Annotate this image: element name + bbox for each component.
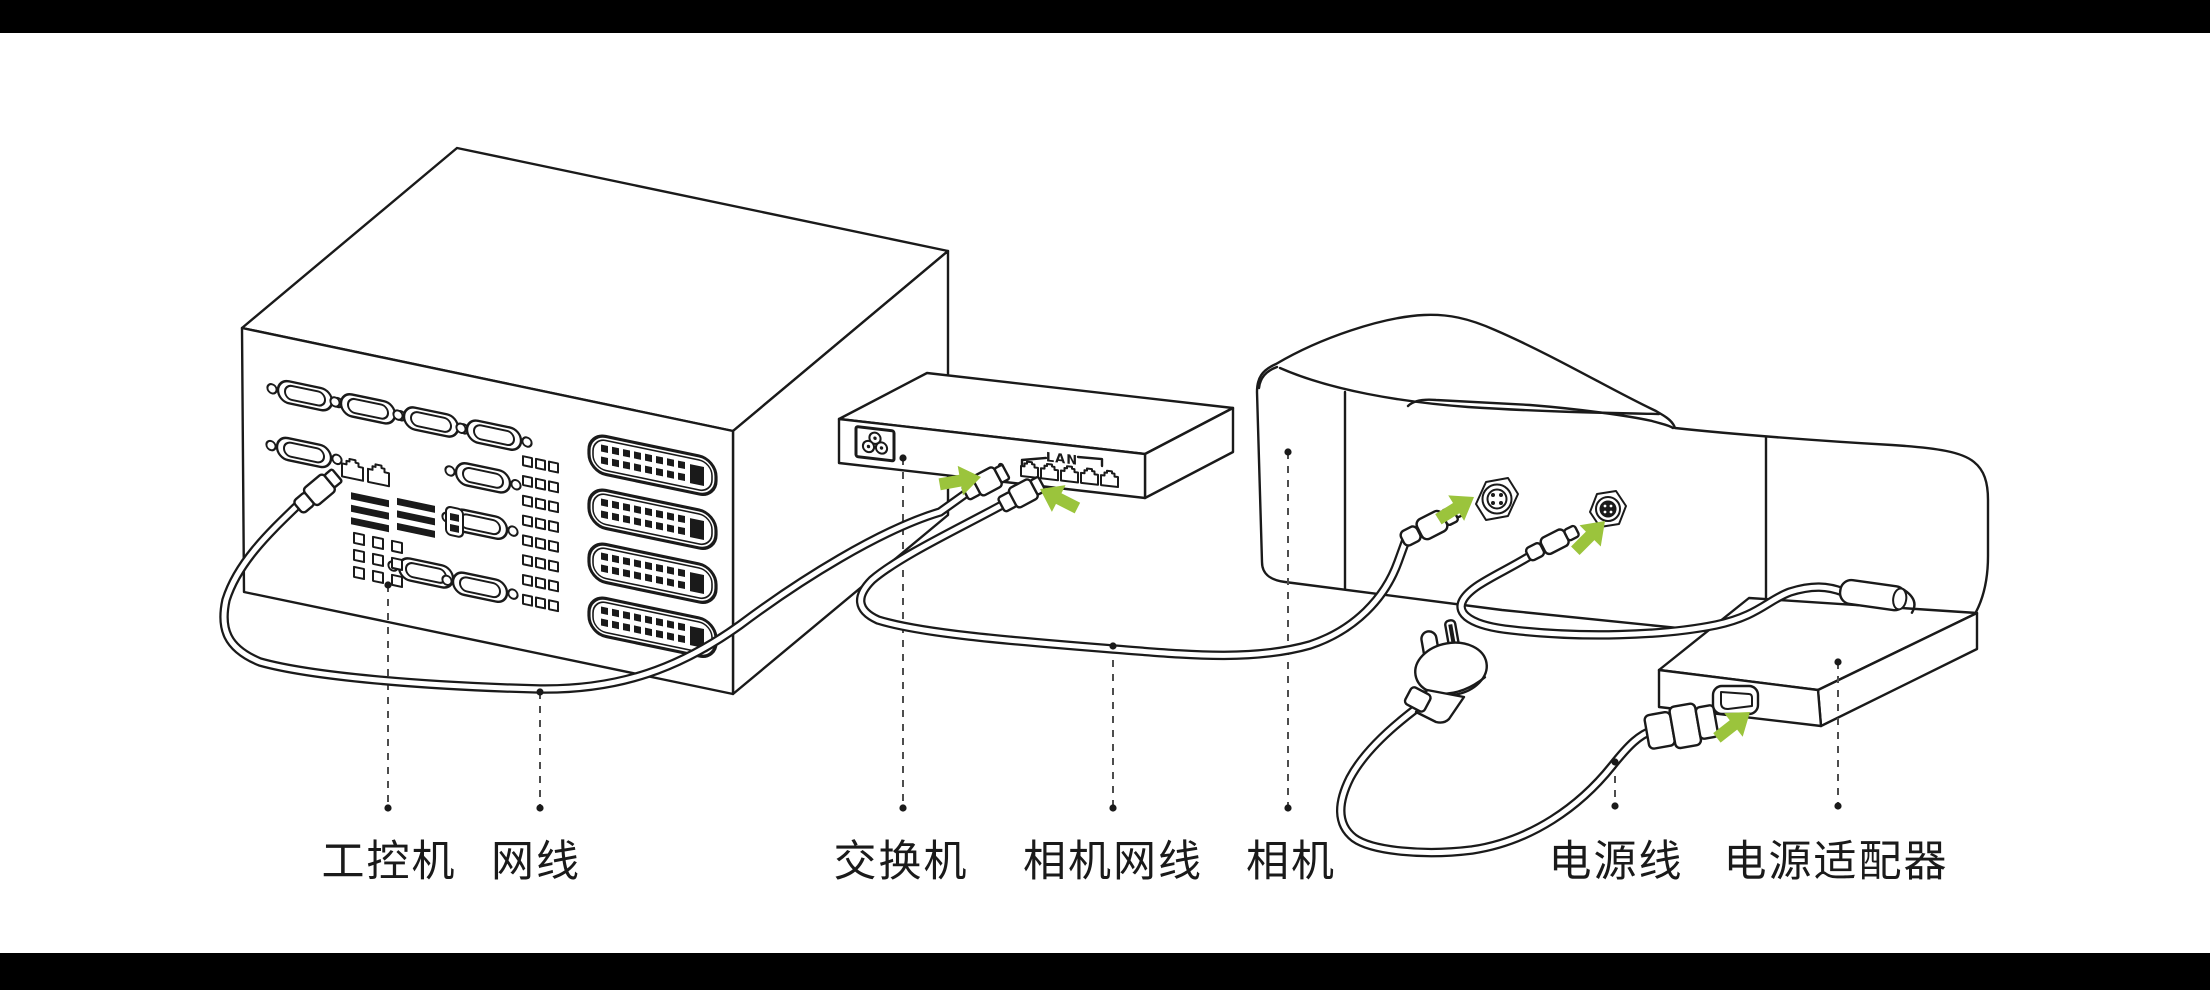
pin-grid-icon bbox=[522, 455, 559, 613]
label-network-cable: 网线 bbox=[491, 837, 581, 887]
label-switch: 交换机 bbox=[834, 837, 969, 887]
leader-lines bbox=[387, 452, 1839, 808]
adapter-inlet-icon bbox=[1711, 684, 1760, 716]
pc-cable-plug bbox=[293, 468, 343, 514]
camera-handle-groove bbox=[1406, 398, 1675, 430]
adapter-input-connector bbox=[1643, 702, 1720, 750]
label-camera-network-cable: 相机网线 bbox=[1023, 837, 1203, 887]
power-cord bbox=[1336, 700, 1662, 858]
network-cable bbox=[219, 487, 973, 694]
label-power-cord: 电源线 bbox=[1549, 837, 1684, 887]
labels-row: 工控机 网线 交换机 相机网线 相机 电源线 电源适配器 bbox=[322, 837, 1949, 887]
label-camera: 相机 bbox=[1246, 837, 1336, 887]
leader-dots bbox=[384, 448, 1842, 812]
switch-power-inlet-icon bbox=[854, 425, 896, 463]
camera-illustration bbox=[1255, 313, 1990, 660]
camera-network-socket-icon bbox=[1475, 477, 1519, 521]
aux-port-icon bbox=[445, 506, 464, 538]
lan-label: LAN bbox=[1046, 450, 1078, 469]
usb-ports-icon bbox=[351, 492, 435, 538]
label-industrial-pc: 工控机 bbox=[322, 837, 457, 887]
dip-grid-icon bbox=[353, 531, 403, 588]
network-switch-illustration: LAN bbox=[837, 371, 1235, 500]
camera-power-plug bbox=[1524, 524, 1580, 562]
camera-network-cable bbox=[856, 500, 1411, 661]
power-plug-illustration bbox=[1403, 619, 1488, 724]
dc-power-cable bbox=[1456, 549, 1916, 640]
label-power-adapter: 电源适配器 bbox=[1724, 837, 1949, 887]
industrial-pc-illustration bbox=[240, 146, 950, 696]
switch-plug-2 bbox=[997, 475, 1047, 513]
camera-power-socket-icon bbox=[1589, 490, 1627, 528]
